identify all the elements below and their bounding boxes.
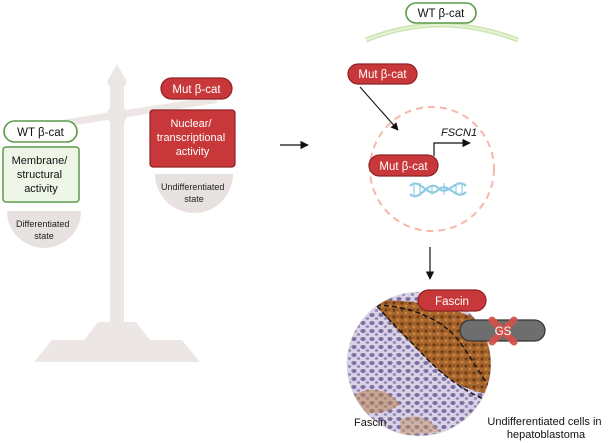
dna-helix-icon [409, 182, 467, 198]
scale-pillar [110, 88, 124, 324]
wt-bcat-pill-top-label: WT β-cat [418, 8, 465, 20]
tissue-caption: Undifferentiated cells in hepatoblastoma [487, 416, 604, 441]
nuclear-activity-label: Nuclear/ transcriptional activity [157, 118, 229, 158]
balance-scale [10, 64, 217, 362]
left-pan [7, 211, 81, 248]
fascin-pill-label: Fascin [435, 296, 469, 308]
right-pan-state-label: Undifferentiated state [161, 182, 227, 204]
right-pan-group: Undifferentiated state Nuclear/ transcri… [149, 77, 236, 213]
nuclear-activity-box [149, 109, 236, 168]
fascin-pill [417, 289, 487, 312]
mut-bcat-pill-cytoplasm [347, 63, 418, 85]
wt-bcat-pill-top [405, 2, 477, 24]
cell-schematic: WT β-cat Mut β-cat Mut β-cat FSCN1 [347, 2, 519, 232]
mut-bcat-pill-scale-label: Mut β-cat [172, 84, 221, 96]
scale-base [34, 340, 200, 362]
right-pan [155, 174, 233, 213]
mut-bcat-pill-cytoplasm-label: Mut β-cat [358, 69, 407, 81]
left-pan-group: Differentiated state Membrane/ structura… [2, 120, 81, 248]
mut-bcat-pill-scale [160, 77, 233, 100]
gs-label: GS [495, 326, 512, 338]
negative-cross-icon [488, 316, 518, 346]
mut-bcat-pill-nucleus-label: Mut β-cat [379, 161, 428, 173]
scale-finial [107, 64, 127, 100]
left-pan-state-label: Differentiated state [16, 219, 72, 241]
membrane-activity-box [2, 146, 80, 203]
scale-pivot [107, 105, 127, 125]
nuclear-translocation-arrow [359, 86, 399, 131]
stain-label: Fascin [354, 417, 386, 429]
gene-label-fscn1: FSCN1 [441, 127, 477, 139]
wt-bcat-pill-left-label: WT β-cat [17, 127, 64, 139]
transcription-start-arrow [433, 138, 471, 156]
membrane-activity-label: Membrane/ structural activity [12, 155, 71, 195]
mut-bcat-pill-nucleus [368, 154, 439, 177]
wt-bcat-pill-left [3, 120, 78, 143]
tissue-micrograph: GS Fascin Fascin Undifferentiated cells … [346, 289, 604, 441]
